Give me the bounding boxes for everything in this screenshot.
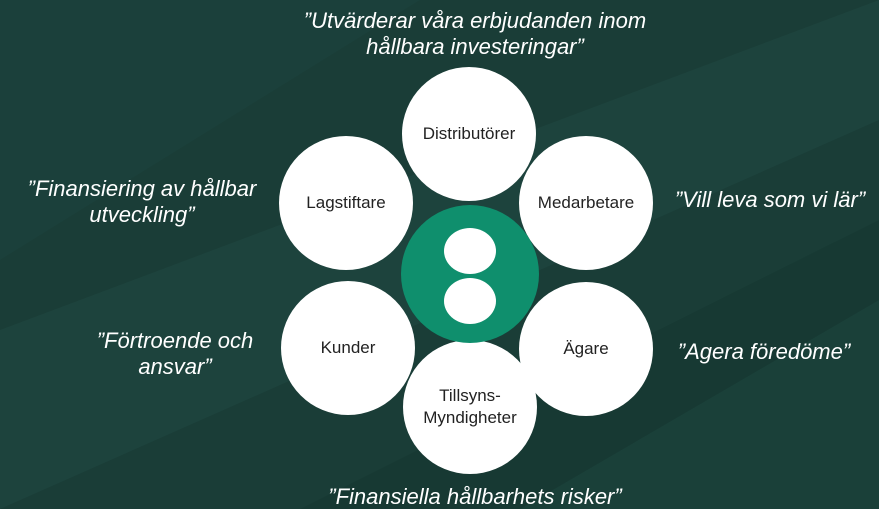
logo-icon-lower bbox=[444, 278, 496, 324]
node-tillsynsmyndigheter: Tillsyns- Myndigheter bbox=[403, 340, 537, 474]
node-kunder: Kunder bbox=[281, 281, 415, 415]
node-agare-label: Ägare bbox=[563, 339, 609, 358]
node-kunder-label: Kunder bbox=[320, 338, 376, 357]
quote-right-upper-text: ”Vill leva som vi lär” bbox=[674, 187, 866, 212]
quote-right-lower-text: ”Agera föredöme” bbox=[677, 339, 851, 364]
node-agare: Ägare bbox=[519, 282, 653, 416]
quote-top: ”Utvärderar våra erbjudanden inom hållba… bbox=[280, 8, 670, 60]
quote-bottom: ”Finansiella hållbarhets risker” bbox=[300, 484, 650, 509]
quote-left-upper: ”Finansiering av hållbar utveckling” bbox=[8, 176, 276, 228]
node-tillsyn-line1: Tillsyns- bbox=[439, 386, 501, 405]
center-logo bbox=[401, 205, 539, 343]
quote-left-lower-line2: ansvar” bbox=[138, 354, 212, 379]
quote-left-lower: ”Förtroende och ansvar” bbox=[70, 328, 280, 380]
quote-left-upper-line1: ”Finansiering av hållbar bbox=[27, 176, 257, 201]
node-distributorer-label: Distributörer bbox=[422, 124, 516, 143]
quote-left-upper-line2: utveckling” bbox=[89, 202, 195, 227]
node-medarbetare: Medarbetare bbox=[519, 136, 653, 270]
node-medarbetare-label: Medarbetare bbox=[537, 193, 635, 212]
quote-bottom-text: ”Finansiella hållbarhets risker” bbox=[328, 484, 622, 509]
node-distributorer: Distributörer bbox=[402, 67, 536, 201]
quote-left-lower-line1: ”Förtroende och bbox=[96, 328, 254, 353]
node-lagstiftare-label: Lagstiftare bbox=[306, 193, 386, 212]
node-tillsyn-line2: Myndigheter bbox=[423, 408, 517, 427]
quote-top-line2: hållbara investeringar” bbox=[366, 34, 584, 59]
logo-icon bbox=[444, 228, 496, 274]
quote-top-line1: ”Utvärderar våra erbjudanden inom bbox=[303, 8, 647, 33]
quote-right-lower: ”Agera föredöme” bbox=[664, 339, 864, 365]
node-lagstiftare: Lagstiftare bbox=[279, 136, 413, 270]
quote-right-upper: ”Vill leva som vi lär” bbox=[665, 187, 875, 213]
